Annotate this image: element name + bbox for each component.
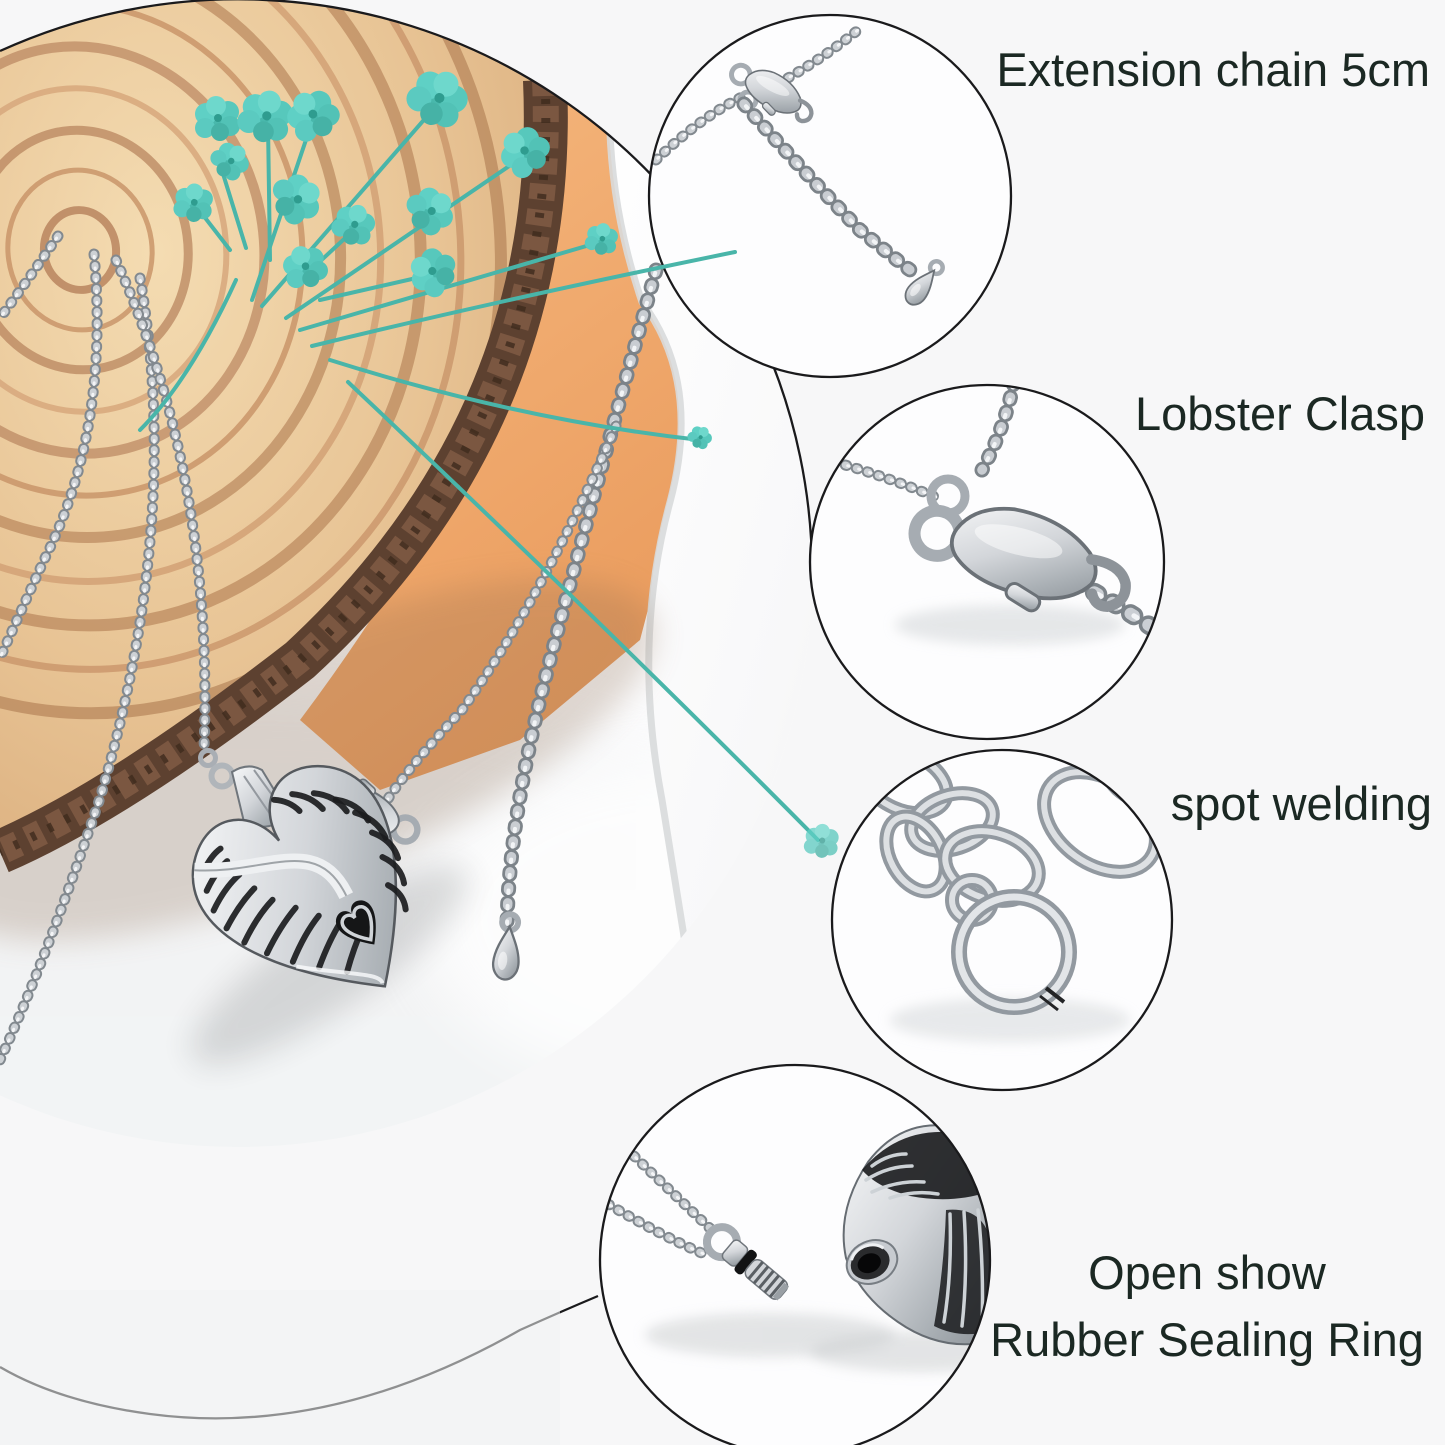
callout-lobster-clasp	[808, 383, 1166, 741]
callout-extension-chain	[647, 13, 1013, 379]
main-photo-outline	[0, 0, 814, 585]
screw-threads	[747, 1261, 786, 1298]
pendant	[191, 748, 409, 988]
welded-jump-ring	[951, 889, 1077, 1015]
weld-seam	[1044, 986, 1066, 1004]
label-open-show-line1: Open show	[1088, 1246, 1326, 1299]
label-open-show: Open show Rubber Sealing Ring	[981, 1240, 1433, 1373]
dried-flowers	[138, 58, 842, 861]
floor-shade	[0, 1290, 560, 1445]
label-lobster-clasp: Lobster Clasp	[1135, 387, 1425, 440]
tube-opening	[845, 1239, 899, 1285]
screw-bail	[702, 1223, 790, 1301]
label-extension-chain: Extension chain 5cm	[996, 43, 1430, 96]
label-spot-welding: spot welding	[1170, 777, 1432, 830]
label-open-show-line2: Rubber Sealing Ring	[990, 1312, 1424, 1366]
main-photo	[0, 0, 812, 1147]
callout-spot-welding	[830, 748, 1174, 1092]
callout-open-show	[598, 1063, 992, 1445]
rubber-sealing-ring	[734, 1249, 757, 1275]
